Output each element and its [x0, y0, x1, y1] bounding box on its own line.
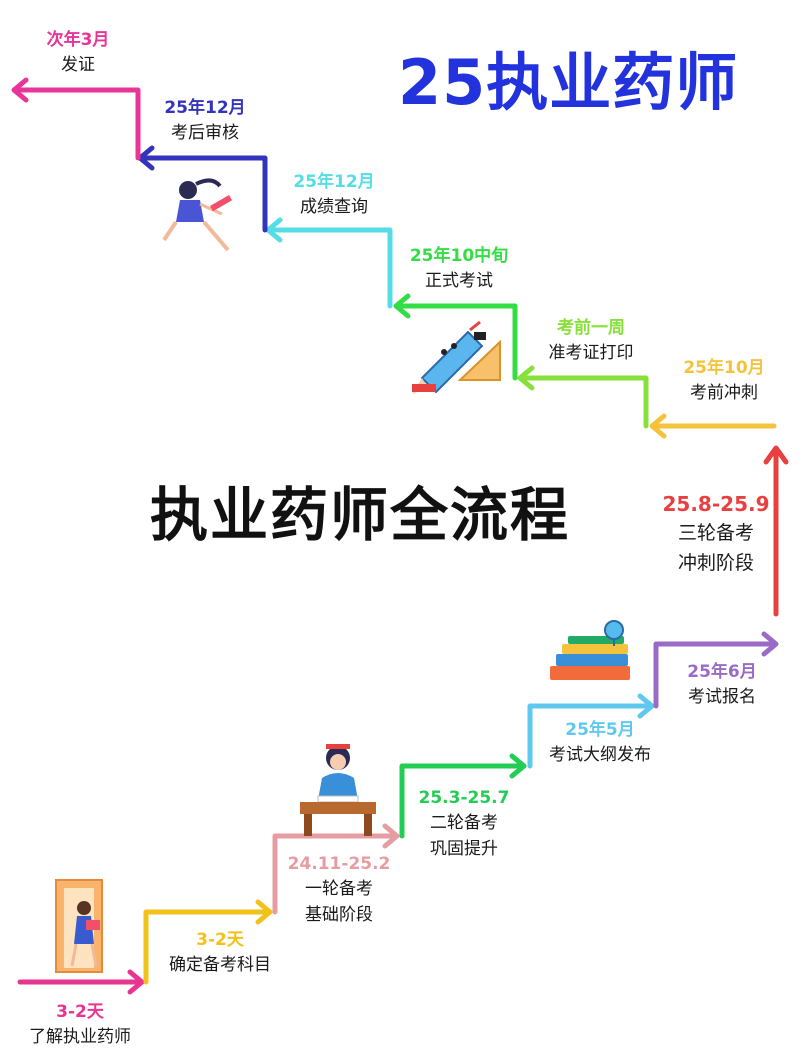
stack-of-books-globe-illustration	[550, 620, 630, 680]
step-13: 次年3月 发证	[18, 28, 138, 78]
arrow-head-6	[761, 631, 779, 657]
arrow-head-3	[382, 823, 400, 849]
arrow-step-6	[653, 641, 777, 709]
step-8-label: 考前冲刺	[690, 383, 758, 403]
girl-at-desk-illustration	[300, 744, 376, 836]
arrow-head-10	[393, 293, 411, 319]
arrow-head-8	[649, 413, 667, 439]
arrow-step-5	[527, 703, 653, 769]
arrow-step-13	[13, 87, 141, 161]
pencil-mascot-ruler-illustration	[412, 320, 501, 394]
step-13-date: 次年3月	[46, 30, 110, 50]
arrow-step-3	[272, 833, 398, 915]
step-10: 25年10中旬 正式考试	[396, 244, 522, 294]
arrow-step-10	[395, 303, 518, 381]
step-5: 25年5月 考试大纲发布	[532, 718, 668, 768]
arrow-step-11	[267, 227, 393, 309]
step-12: 25年12月 考后审核	[144, 96, 266, 146]
arrow-head-1	[127, 969, 145, 995]
arrow-step-9	[519, 375, 649, 429]
step-9-date: 考前一周	[557, 318, 625, 338]
step-2: 3-2天 确定备考科目	[152, 928, 288, 978]
arrow-head-13	[11, 77, 29, 103]
arrow-head-5	[637, 693, 655, 719]
step-3-label-2: 基础阶段	[305, 905, 373, 925]
step-5-label: 考试大纲发布	[549, 745, 651, 765]
step-10-label: 正式考试	[425, 271, 493, 291]
step-4-label: 二轮备考	[430, 813, 498, 833]
step-3-label: 一轮备考	[305, 879, 373, 899]
step-8: 25年10月 考前冲刺	[660, 356, 788, 406]
arrow-head-9	[517, 365, 535, 391]
step-1: 3-2天 了解执业药师	[10, 1000, 150, 1050]
step-12-date: 25年12月	[164, 98, 246, 118]
step-4-date: 25.3-25.7	[418, 788, 510, 808]
diagram-subtitle: 执业药师全流程	[150, 481, 571, 549]
step-2-date: 3-2天	[196, 930, 244, 950]
arrow-head-2	[255, 899, 273, 925]
step-6: 25年6月 考试报名	[660, 660, 784, 710]
step-3-date: 24.11-25.2	[287, 854, 391, 874]
arrow-step-4	[399, 763, 525, 839]
step-9: 考前一周 准考证打印	[526, 316, 656, 366]
step-7-label: 三轮备考	[677, 522, 754, 544]
arrow-head-11	[265, 217, 283, 243]
step-2-label: 确定备考科目	[169, 955, 271, 975]
step-8-date: 25年10月	[683, 358, 765, 378]
step-1-label: 了解执业药师	[29, 1027, 131, 1047]
arrow-step-12	[139, 155, 268, 233]
girl-reading-door-illustration	[55, 879, 103, 973]
step-4-label-2: 巩固提升	[430, 839, 498, 859]
arrow-head-7	[763, 445, 789, 465]
arrow-head-4	[509, 753, 527, 779]
page-title: 25执业药师	[398, 46, 739, 119]
step-11: 25年12月 成绩查询	[272, 170, 396, 220]
step-11-label: 成绩查询	[300, 197, 368, 217]
step-7-label-2: 冲刺阶段	[677, 552, 754, 574]
step-12-label: 考后审核	[171, 123, 239, 143]
step-10-date: 25年10中旬	[409, 246, 509, 266]
step-13-label: 发证	[61, 55, 95, 75]
step-1-date: 3-2天	[56, 1002, 104, 1022]
girl-running-pencil-illustration	[162, 178, 233, 252]
step-6-date: 25年6月	[687, 662, 757, 682]
step-7-date: 25.8-25.9	[662, 492, 770, 516]
step-5-date: 25年5月	[565, 720, 635, 740]
step-6-label: 考试报名	[688, 687, 756, 707]
step-11-date: 25年12月	[293, 172, 375, 192]
step-4: 25.3-25.7 二轮备考 巩固提升	[404, 786, 524, 862]
step-3: 24.11-25.2 一轮备考 基础阶段	[278, 852, 400, 928]
step-7: 25.8-25.9 三轮备考 冲刺阶段	[656, 490, 776, 578]
step-9-label: 准考证打印	[548, 343, 634, 363]
arrow-step-2	[143, 909, 271, 985]
